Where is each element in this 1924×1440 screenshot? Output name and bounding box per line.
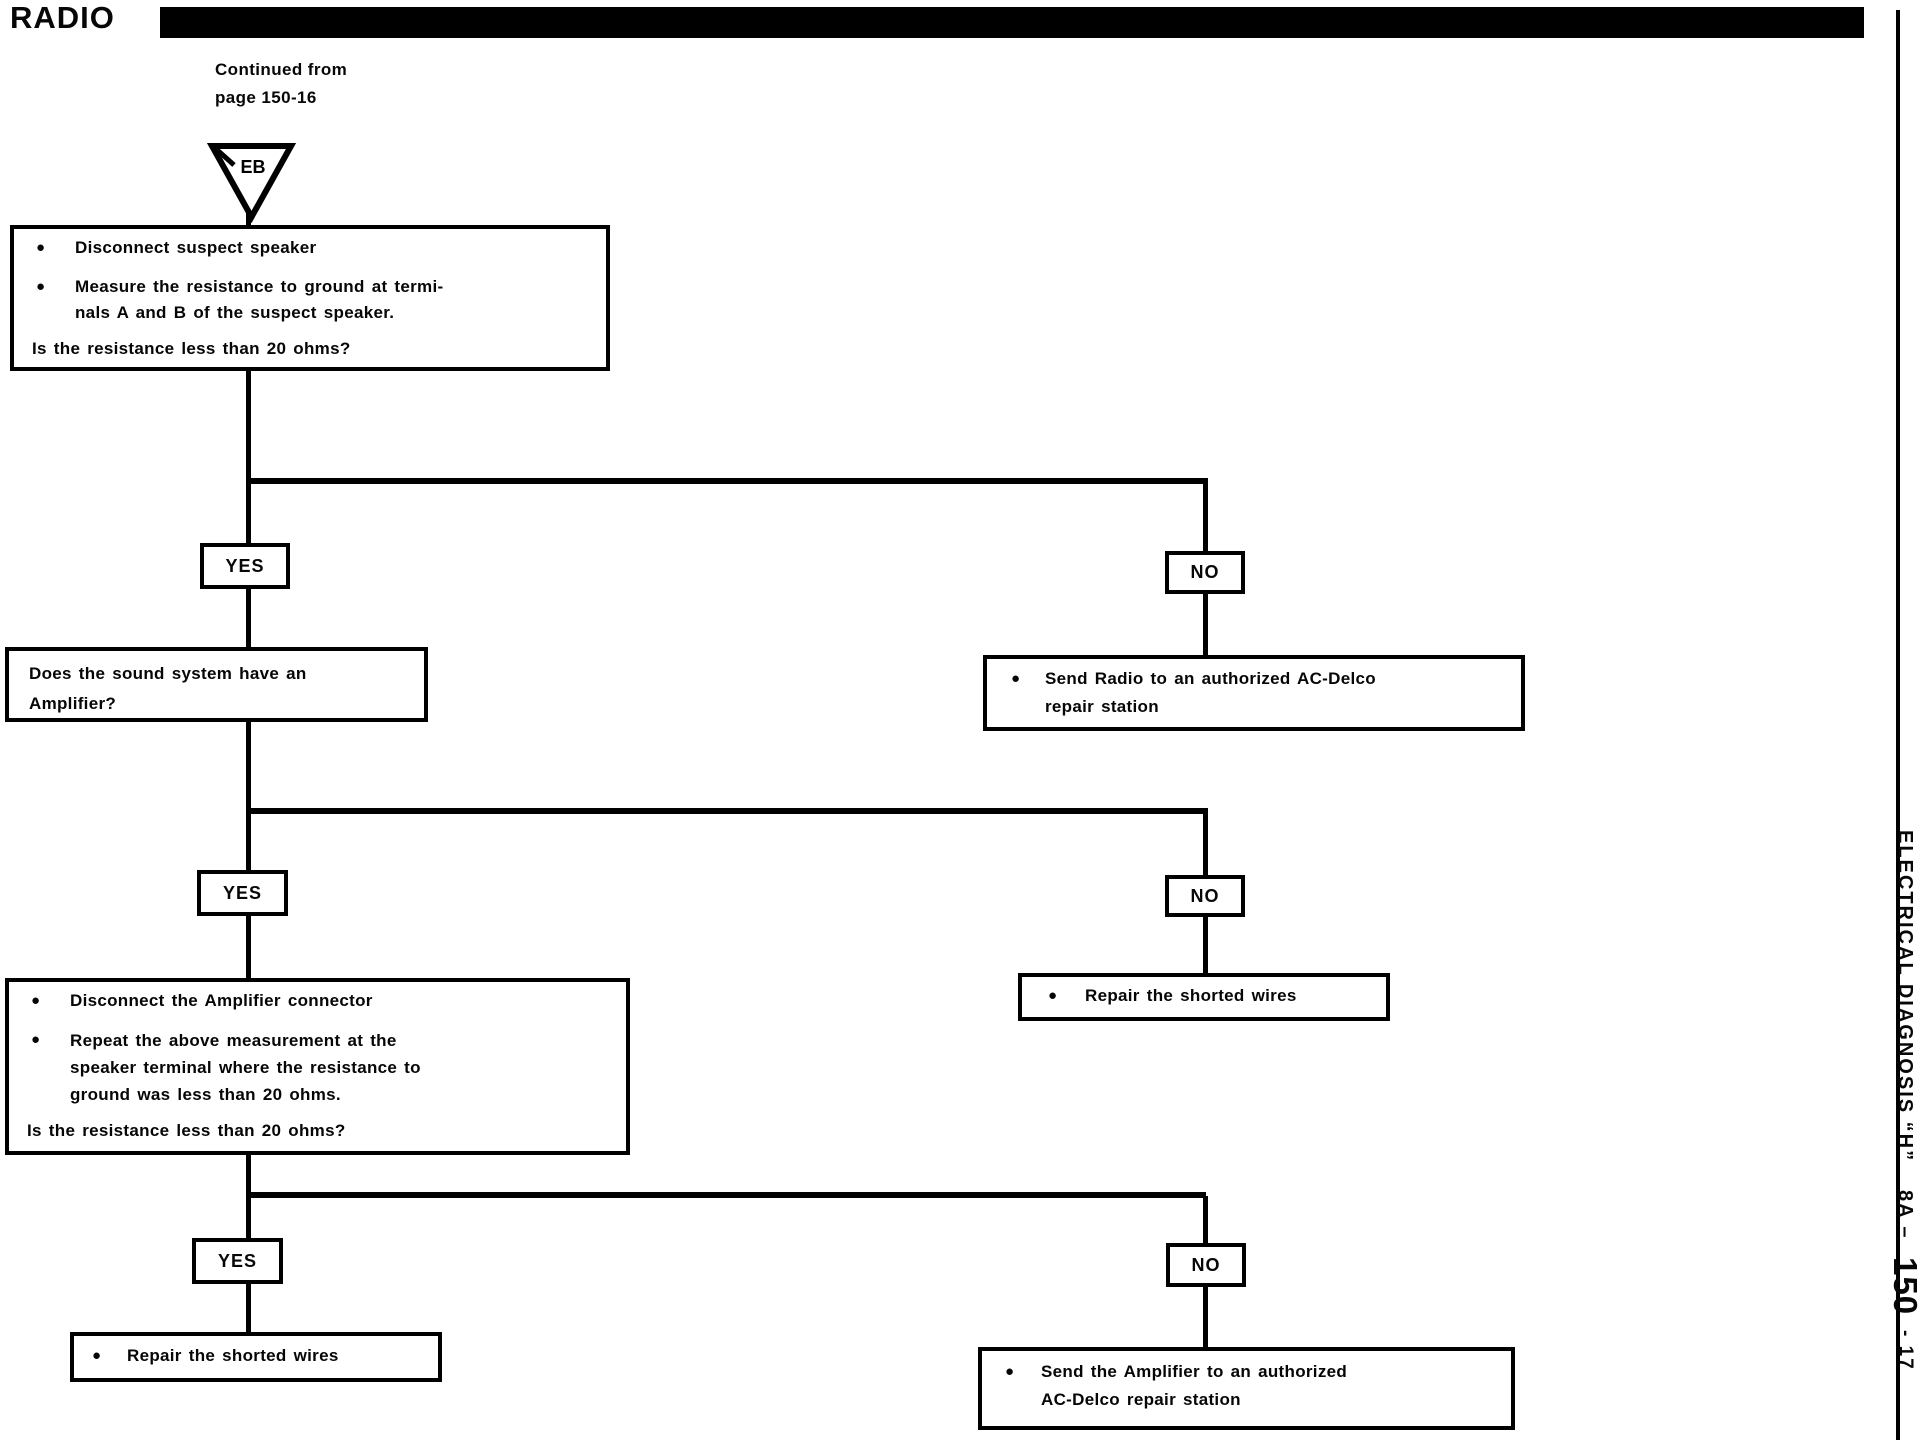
bullet-item: ● Disconnect suspect speaker [36, 235, 592, 261]
connector-line [1203, 592, 1208, 657]
step-text-line: AC-Delco repair station [1041, 1390, 1241, 1409]
connector-line [1203, 1285, 1208, 1349]
sidebar-page-reference: ELECTRICAL DIAGNOSIS “H” 8A – 150 - 17 [1887, 830, 1924, 1440]
step-text: Send the Amplifier to an authorized AC-D… [1041, 1358, 1511, 1414]
yes-box-3: YES [192, 1238, 283, 1284]
page-connector-triangle: EB [206, 143, 297, 224]
step-text: Repair the shorted wires [127, 1346, 339, 1365]
connector-line [246, 587, 251, 649]
connector-line [246, 369, 251, 484]
connector-line [1203, 812, 1208, 877]
step-text-line: Send Radio to an authorized AC-Delco [1045, 669, 1376, 688]
question-text: Is the resistance less than 20 ohms? [32, 339, 351, 358]
bullet-item: ● Disconnect the Amplifier connector [31, 988, 612, 1014]
continued-from-note: Continued from page 150-16 [215, 56, 347, 112]
bullet-item: ● Repeat the above measurement at the sp… [31, 1027, 612, 1108]
node-check-amplifier: ● Disconnect the Amplifier connector ● R… [5, 978, 630, 1155]
step-text-line: repair station [1045, 697, 1159, 716]
no-box-3: NO [1166, 1243, 1246, 1287]
node-repair-wires-right: ● Repair the shorted wires [1018, 973, 1390, 1021]
sidebar-page-number: 150 [1887, 1256, 1924, 1315]
bullet-icon: ● [31, 992, 41, 1009]
node-amplifier-question: Does the sound system have an Amplifier? [5, 647, 428, 722]
no-label: NO [1190, 562, 1220, 582]
connector-line [246, 210, 251, 229]
sidebar-rule [1896, 10, 1900, 1440]
step-text-line: Measure the resistance to ground at term… [75, 277, 444, 296]
connector-line [246, 812, 251, 872]
step-text-line: ground was less than 20 ohms. [70, 1085, 341, 1104]
question-text: Is the resistance less than 20 ohms? [27, 1121, 346, 1140]
bullet-icon: ● [31, 1031, 41, 1048]
node-send-radio: ● Send Radio to an authorized AC-Delco r… [983, 655, 1525, 731]
connector-line [246, 482, 251, 545]
connector-label: EB [240, 157, 265, 177]
bullet-icon: ● [36, 239, 46, 256]
node-send-amplifier: ● Send the Amplifier to an authorized AC… [978, 1347, 1515, 1430]
sidebar-page-suffix: - 17 [1895, 1330, 1916, 1372]
header-bar [160, 7, 1864, 38]
bullet-item: ● Measure the resistance to ground at te… [36, 274, 592, 326]
continued-line-2: page 150-16 [215, 88, 317, 107]
page-title: RADIO [10, 0, 115, 35]
step-text: Measure the resistance to ground at term… [75, 274, 592, 326]
yes-label: YES [217, 1250, 258, 1271]
connector-line [246, 1153, 251, 1198]
step-text-line: Repeat the above measurement at the [70, 1031, 397, 1050]
yes-label: YES [222, 882, 263, 903]
no-label: NO [1191, 1254, 1221, 1275]
step-text-line: nals A and B of the suspect speaker. [75, 303, 395, 322]
bullet-icon: ● [92, 1347, 102, 1364]
no-box-1: NO [1165, 551, 1245, 594]
continued-line-1: Continued from [215, 60, 348, 79]
question-line: Amplifier? [29, 694, 117, 713]
sidebar-section: ELECTRICAL DIAGNOSIS “H” [1894, 830, 1916, 1163]
step-text: Send Radio to an authorized AC-Delco rep… [1045, 665, 1521, 721]
connector-line [1203, 1196, 1208, 1245]
bullet-icon: ● [1005, 1363, 1015, 1380]
sidebar-code: 8A – [1894, 1189, 1916, 1240]
connector-line [246, 720, 251, 814]
step-text-line: speaker terminal where the resistance to [70, 1058, 421, 1077]
bullet-item: ● Repair the shorted wires [1022, 982, 1386, 1010]
step-text: Disconnect the Amplifier connector [70, 991, 373, 1010]
yes-box-1: YES [200, 543, 290, 589]
no-label: NO [1190, 885, 1220, 906]
step-text: Repeat the above measurement at the spea… [70, 1027, 612, 1108]
node-repair-wires-left: ● Repair the shorted wires [70, 1332, 442, 1382]
yes-label: YES [225, 555, 265, 576]
connector-line [246, 478, 1208, 484]
bullet-item: ● Send Radio to an authorized AC-Delco r… [987, 665, 1521, 721]
bullet-item: ● Send the Amplifier to an authorized AC… [982, 1358, 1511, 1414]
step-text: Disconnect suspect speaker [75, 238, 317, 257]
bullet-icon: ● [1011, 670, 1021, 687]
bullet-icon: ● [1048, 987, 1058, 1004]
connector-line [1203, 915, 1208, 975]
bullet-icon: ● [36, 278, 46, 295]
connector-line [246, 1196, 251, 1240]
connector-line [246, 808, 1208, 814]
step-text: Repair the shorted wires [1085, 986, 1297, 1005]
bullet-item: ● Repair the shorted wires [74, 1342, 438, 1370]
step-text-line: Send the Amplifier to an authorized [1041, 1362, 1348, 1381]
yes-box-2: YES [197, 870, 288, 916]
connector-line [1203, 482, 1208, 553]
connector-line [246, 914, 251, 980]
no-box-2: NO [1165, 875, 1245, 917]
question-line: Does the sound system have an [29, 664, 307, 683]
connector-line [246, 1282, 251, 1334]
node-check-speaker: ● Disconnect suspect speaker ● Measure t… [10, 225, 610, 371]
connector-line [246, 1192, 1206, 1198]
